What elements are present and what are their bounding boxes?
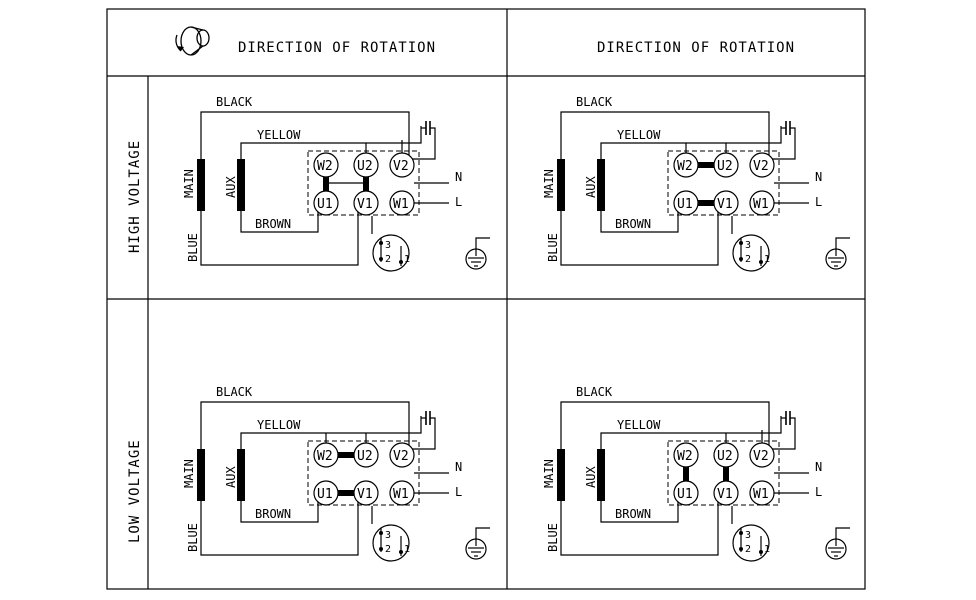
label-aux: AUX xyxy=(584,466,598,488)
label-main: MAIN xyxy=(182,169,196,198)
terminal-w1: W1 xyxy=(753,197,769,212)
label-aux: AUX xyxy=(224,176,238,198)
label-yellow: YELLOW xyxy=(617,128,661,142)
thermal-terminal-3: 3 xyxy=(745,240,751,251)
table-frame xyxy=(106,8,866,590)
label-blue: BLUE xyxy=(186,233,200,262)
rotation-arrow-icon xyxy=(175,26,210,56)
thermal-terminal-1: 1 xyxy=(404,544,410,555)
label-main: MAIN xyxy=(182,459,196,488)
label-black: BLACK xyxy=(576,95,613,109)
terminal-v2: V2 xyxy=(393,159,409,174)
thermal-terminal-1: 1 xyxy=(764,254,770,265)
terminal-w2: W2 xyxy=(677,159,693,174)
terminal-v2: V2 xyxy=(393,449,409,464)
supply-n: N xyxy=(815,460,822,474)
terminal-w2: W2 xyxy=(317,449,333,464)
label-brown: BROWN xyxy=(255,507,291,521)
terminal-u1: U1 xyxy=(677,487,693,502)
label-yellow: YELLOW xyxy=(617,418,661,432)
terminal-w2: W2 xyxy=(677,449,693,464)
terminal-w1: W1 xyxy=(753,487,769,502)
terminal-u1: U1 xyxy=(317,197,333,212)
row-label-low-voltage: LOW VOLTAGE xyxy=(127,439,143,543)
terminal-w1: W1 xyxy=(393,197,409,212)
terminal-u1: U1 xyxy=(677,197,693,212)
supply-n: N xyxy=(455,460,462,474)
thermal-terminal-1: 1 xyxy=(404,254,410,265)
label-main: MAIN xyxy=(542,459,556,488)
label-yellow: YELLOW xyxy=(257,128,301,142)
supply-l: L xyxy=(455,485,462,499)
label-brown: BROWN xyxy=(615,507,651,521)
label-blue: BLUE xyxy=(186,523,200,552)
label-blue: BLUE xyxy=(546,523,560,552)
col1-header: DIRECTION OF ROTATION xyxy=(238,40,436,56)
terminal-u2: U2 xyxy=(717,159,733,174)
thermal-terminal-2: 2 xyxy=(745,254,751,265)
thermal-terminal-2: 2 xyxy=(385,544,391,555)
label-main: MAIN xyxy=(542,169,556,198)
terminal-v1: V1 xyxy=(717,487,733,502)
label-blue: BLUE xyxy=(546,233,560,262)
terminal-u2: U2 xyxy=(717,449,733,464)
terminal-u2: U2 xyxy=(357,159,373,174)
label-black: BLACK xyxy=(576,385,613,399)
terminal-v2: V2 xyxy=(753,449,769,464)
label-yellow: YELLOW xyxy=(257,418,301,432)
label-black: BLACK xyxy=(216,95,253,109)
thermal-terminal-3: 3 xyxy=(745,530,751,541)
terminal-v1: V1 xyxy=(357,487,373,502)
terminal-u2: U2 xyxy=(357,449,373,464)
thermal-terminal-2: 2 xyxy=(745,544,751,555)
terminal-v1: V1 xyxy=(357,197,373,212)
label-brown: BROWN xyxy=(615,217,651,231)
label-aux: AUX xyxy=(584,176,598,198)
supply-n: N xyxy=(815,170,822,184)
col2-header: DIRECTION OF ROTATION xyxy=(597,40,795,56)
thermal-terminal-3: 3 xyxy=(385,240,391,251)
thermal-terminal-2: 2 xyxy=(385,254,391,265)
terminal-w1: W1 xyxy=(393,487,409,502)
label-black: BLACK xyxy=(216,385,253,399)
terminal-w2: W2 xyxy=(317,159,333,174)
supply-l: L xyxy=(815,195,822,209)
row-label-high-voltage: HIGH VOLTAGE xyxy=(127,140,143,253)
terminal-u1: U1 xyxy=(317,487,333,502)
supply-l: L xyxy=(455,195,462,209)
supply-l: L xyxy=(815,485,822,499)
terminal-v1: V1 xyxy=(717,197,733,212)
thermal-terminal-3: 3 xyxy=(385,530,391,541)
supply-n: N xyxy=(455,170,462,184)
label-aux: AUX xyxy=(224,466,238,488)
thermal-terminal-1: 1 xyxy=(764,544,770,555)
terminal-v2: V2 xyxy=(753,159,769,174)
label-brown: BROWN xyxy=(255,217,291,231)
